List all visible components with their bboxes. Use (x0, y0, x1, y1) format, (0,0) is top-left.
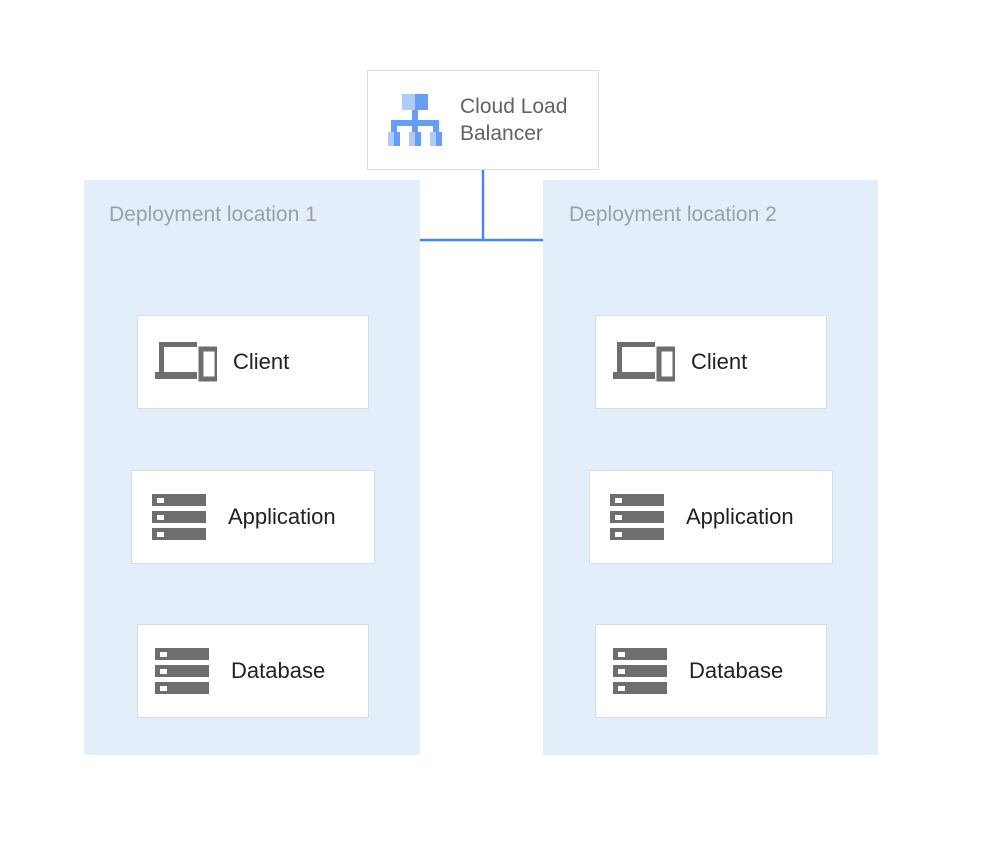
client-label: Client (233, 349, 290, 374)
deployment-location-2-label: Deployment location 2 (569, 203, 777, 226)
server-stack-icon (155, 646, 213, 696)
server-stack-icon (152, 492, 210, 542)
load-balancer-icon (387, 94, 443, 146)
application-label: Application (228, 504, 336, 529)
server-stack-icon (613, 646, 671, 696)
client-node-location-1[interactable]: Client (137, 315, 369, 409)
application-node-location-1[interactable]: Application (131, 470, 375, 564)
client-devices-icon (155, 338, 217, 386)
database-node-location-2[interactable]: Database (595, 624, 827, 718)
client-devices-icon (613, 338, 675, 386)
deployment-location-1-label: Deployment location 1 (109, 203, 317, 226)
client-label: Client (691, 349, 748, 374)
application-label: Application (686, 504, 794, 529)
application-node-location-2[interactable]: Application (589, 470, 833, 564)
database-label: Database (689, 658, 784, 683)
cloud-load-balancer-node[interactable]: Cloud Load Balancer (367, 70, 599, 170)
client-node-location-2[interactable]: Client (595, 315, 827, 409)
cloud-load-balancer-label: Cloud Load Balancer (460, 95, 568, 145)
database-node-location-1[interactable]: Database (137, 624, 369, 718)
database-label: Database (231, 658, 326, 683)
server-stack-icon (610, 492, 668, 542)
